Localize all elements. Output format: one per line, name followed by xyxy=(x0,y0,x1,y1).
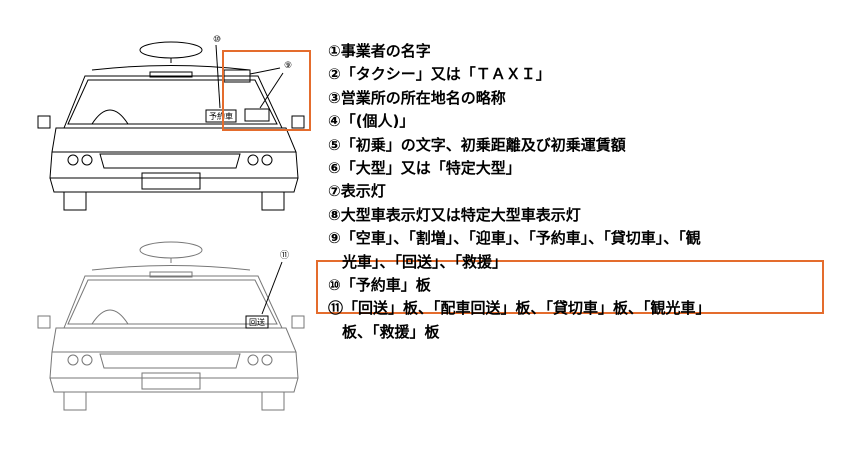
headlight xyxy=(247,154,259,166)
taxi-front-illustration-top: 予約車 ⑩ ⑨ xyxy=(37,35,305,211)
legend-item-5: ⑤「初乗」の文字、初乗距離及び初乗運賃額 xyxy=(328,135,626,154)
legend-item-1: ①事業者の名字 xyxy=(328,42,431,60)
legend-item-9: ⑨「空車」、「割増」、「迎車」、「予約車」、「貸切車」、「観 xyxy=(328,229,701,248)
legend-item-7: ⑦表示灯 xyxy=(328,182,386,201)
hood xyxy=(51,327,297,353)
roof-line xyxy=(91,65,251,71)
headlight xyxy=(261,154,273,166)
bumper xyxy=(49,377,299,393)
reserved-sign xyxy=(205,109,237,123)
bumper xyxy=(49,177,299,193)
headlight xyxy=(261,354,273,366)
legend-item-2: ②「タクシー」又は「ＴＡＸＩ」 xyxy=(328,65,551,84)
highlight-box-legend-item-9 xyxy=(316,260,824,314)
status-sign-9 xyxy=(244,108,270,122)
legend: ①事業者の名字 ②「タクシー」又は「ＴＡＸＩ」 ③営業所の所在地名の略称 ④「(… xyxy=(328,40,828,344)
legend-item-3: ③営業所の所在地名の略称 xyxy=(328,88,506,107)
side-mirror-right xyxy=(291,315,305,329)
legend-item-9-continued: 光車」、「回送」、「救援」 xyxy=(342,252,508,271)
reserved-sign-label: 予約車 xyxy=(209,111,233,121)
windshield-sign xyxy=(223,69,251,83)
steering-wheel xyxy=(91,309,129,325)
roof-lamp xyxy=(139,41,203,59)
out-of-service-sign-label: 回送 xyxy=(249,317,265,327)
headlight xyxy=(81,154,93,166)
tire-right xyxy=(261,391,285,411)
highlight-box-top-car-signs xyxy=(222,50,311,131)
license-plate xyxy=(141,372,201,390)
tire-right xyxy=(261,191,285,211)
legend-item-4: ④「(個人)」 xyxy=(328,112,415,131)
headlight xyxy=(81,354,93,366)
headlight xyxy=(67,154,79,166)
tire-left xyxy=(63,191,87,211)
legend-item-10: ⑩「予約車」板 xyxy=(328,276,431,295)
side-mirror-left xyxy=(37,115,51,129)
headlight xyxy=(247,354,259,366)
grille xyxy=(99,153,241,169)
steering-wheel xyxy=(91,109,129,125)
out-of-service-sign xyxy=(245,315,269,329)
tire-left xyxy=(63,391,87,411)
side-mirror-right xyxy=(291,115,305,129)
legend-item-11-continued: 板、「救援」板 xyxy=(342,322,440,341)
grille xyxy=(99,353,241,369)
roof-lamp xyxy=(139,241,203,259)
rear-view-mirror xyxy=(149,71,193,78)
taxi-front-illustration-bottom: 回送 ⑪ xyxy=(37,241,305,411)
headlight xyxy=(67,354,79,366)
rear-view-mirror xyxy=(149,271,193,278)
hood xyxy=(51,127,297,153)
side-mirror-left xyxy=(37,315,51,329)
legend-item-8: ⑧大型車表示灯又は特定大型車表示灯 xyxy=(328,205,581,224)
license-plate xyxy=(141,172,201,190)
callout-10: ⑩ xyxy=(213,35,221,45)
legend-item-6: ⑥「大型」又は「特定大型」 xyxy=(328,159,521,178)
callout-11: ⑪ xyxy=(280,250,289,261)
legend-item-11: ⑪「回送」板、「配車回送」板、「貸切車」板、「観光車」 xyxy=(328,299,711,318)
callout-9: ⑨ xyxy=(284,61,292,71)
